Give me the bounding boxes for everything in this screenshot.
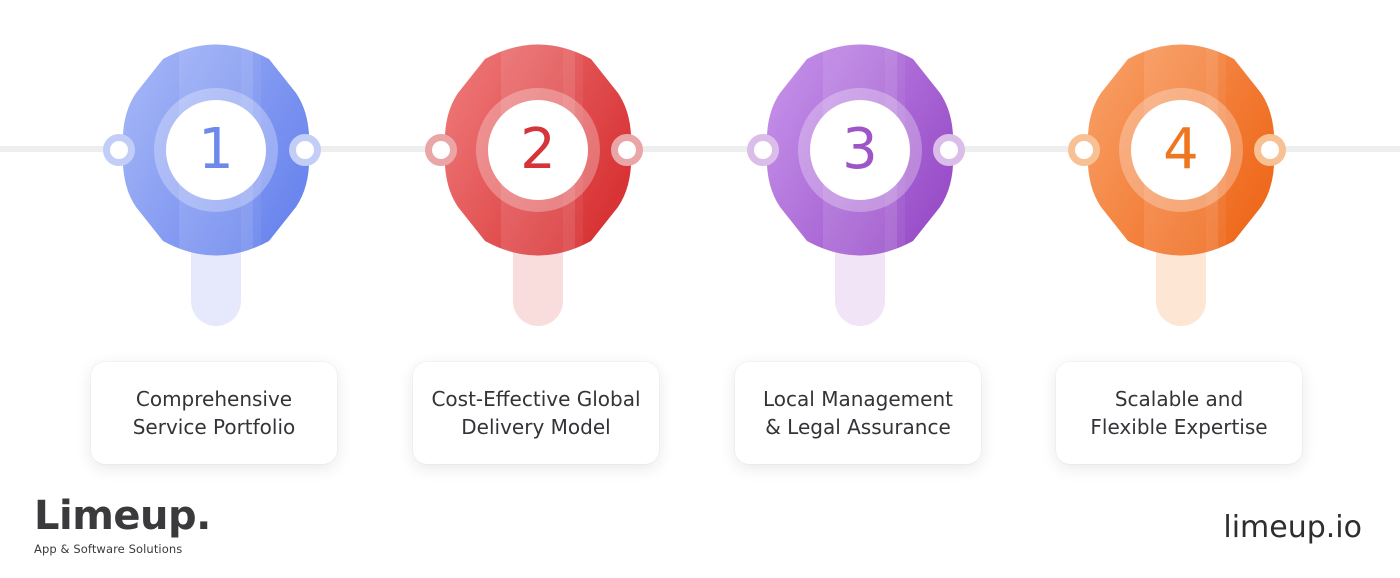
left-connector-node [747, 134, 779, 166]
brand-tagline: App & Software Solutions [34, 542, 183, 556]
step-card: Comprehensive Service Portfolio [91, 362, 337, 464]
step-title-line-2: Delivery Model [461, 415, 611, 439]
left-connector-node [425, 134, 457, 166]
step-2: 2 Cost-Effective Global Delivery Model [413, 0, 663, 470]
step-title-line-2: Service Portfolio [132, 415, 296, 439]
step-title-line-1: Scalable and [1114, 387, 1244, 411]
step-number: 2 [488, 100, 588, 200]
step-card: Local Management & Legal Assurance [735, 362, 981, 464]
brand-logo: Limeup. [34, 493, 211, 539]
step-1: 1 Comprehensive Service Portfolio [91, 0, 341, 470]
step-title-line-1: Comprehensive [135, 387, 293, 411]
step-title-line-1: Cost-Effective Global [431, 387, 641, 411]
step-title-line-2: & Legal Assurance [765, 415, 951, 439]
step-title-line-2: Flexible Expertise [1090, 415, 1268, 439]
left-connector-node [103, 134, 135, 166]
step-number: 1 [166, 100, 266, 200]
step-number: 4 [1131, 100, 1231, 200]
timeline-line [0, 146, 1400, 152]
right-connector-node [611, 134, 643, 166]
step-card: Cost-Effective Global Delivery Model [413, 362, 659, 464]
right-connector-node [1254, 134, 1286, 166]
right-connector-node [289, 134, 321, 166]
website-url: limeup.io [1223, 510, 1362, 545]
right-connector-node [933, 134, 965, 166]
step-title-line-1: Local Management [763, 387, 953, 411]
step-number: 3 [810, 100, 910, 200]
brand-block: Limeup. App & Software Solutions [34, 494, 211, 556]
step-3: 3 Local Management & Legal Assurance [735, 0, 985, 470]
step-4: 4 Scalable and Flexible Expertise [1056, 0, 1306, 470]
left-connector-node [1068, 134, 1100, 166]
step-card: Scalable and Flexible Expertise [1056, 362, 1302, 464]
